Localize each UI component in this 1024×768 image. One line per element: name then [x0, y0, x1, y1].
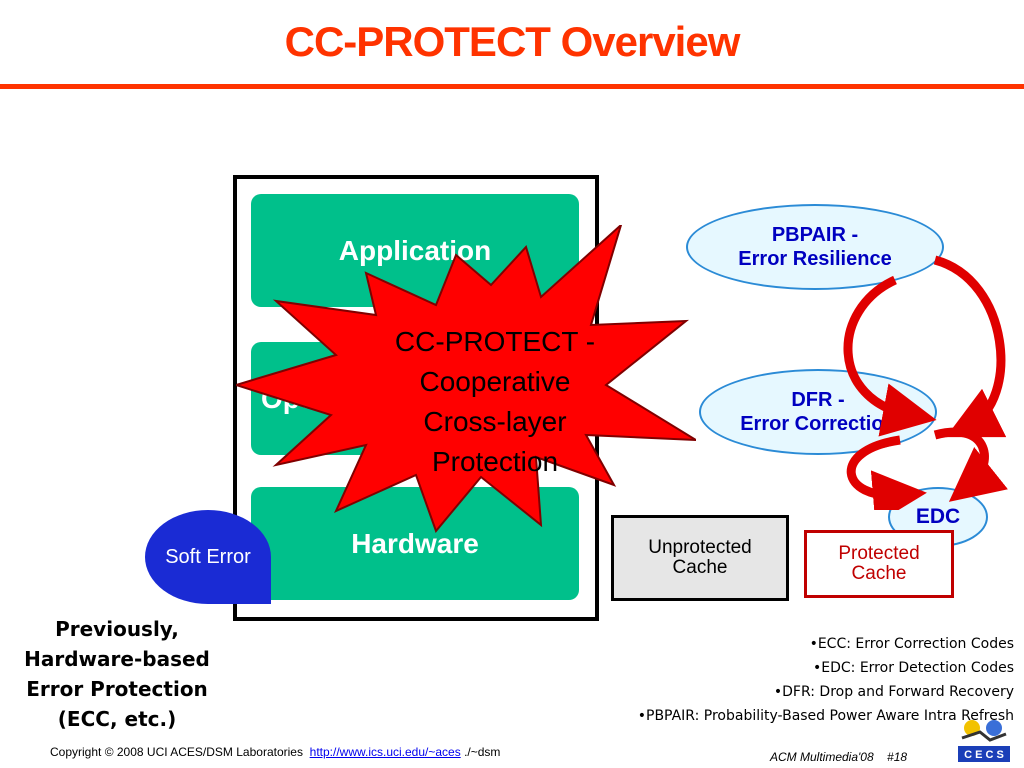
- burst-line: Cross-layer: [423, 406, 567, 437]
- cache-label: Protected: [838, 543, 920, 564]
- glossary-item: •DFR: Drop and Forward Recovery: [773, 684, 1014, 700]
- cache-label: Cache: [672, 557, 728, 578]
- dfr-line: DFR -: [791, 389, 845, 411]
- burst-line: Protection: [431, 446, 559, 477]
- previous-line: (ECC, etc.): [57, 707, 177, 731]
- pbpair-line: PBPAIR -: [771, 224, 859, 246]
- burst-text: CC-PROTECT - Cooperative Cross-layer Pro…: [360, 322, 630, 482]
- previous-line: Hardware-based: [24, 647, 210, 671]
- pbpair-ellipse: PBPAIR - Error Resilience: [686, 204, 944, 290]
- acronym-glossary: •ECC: Error Correction Codes •EDC: Error…: [638, 632, 1014, 728]
- svg-text:C E C S: C E C S: [964, 749, 1004, 761]
- glossary-item: •PBPAIR: Probability-Based Power Aware I…: [637, 708, 1014, 724]
- edc-label: EDC: [915, 505, 961, 528]
- cecs-logo-icon: C E C S: [958, 720, 1010, 762]
- page-number: #18: [887, 750, 908, 764]
- cache-label: Cache: [851, 563, 907, 584]
- footer-left: Copyright © 2008 UCI ACES/DSM Laboratori…: [50, 745, 500, 759]
- previous-line: Error Protection: [26, 677, 208, 701]
- previous-line: Previously,: [55, 617, 179, 641]
- soft-error-bubble: Soft Error: [145, 510, 271, 604]
- slide-title: CC-PROTECT Overview: [284, 18, 741, 65]
- explosion-burst-icon: [236, 225, 696, 533]
- soft-error-label: Soft Error: [165, 545, 251, 568]
- aces-link[interactable]: http://www.ics.uci.edu/~aces: [309, 745, 461, 759]
- footer-right: ACM Multimedia'08 #18: [770, 750, 907, 764]
- pbpair-line: Error Resilience: [738, 248, 892, 270]
- dfr-line: Error Correction: [740, 413, 896, 435]
- copyright-text: Copyright © 2008 UCI ACES/DSM Laboratori…: [50, 745, 303, 759]
- venue-text: ACM Multimedia'08: [770, 750, 874, 764]
- previous-approach-text: Previously, Hardware-based Error Protect…: [0, 614, 234, 734]
- cache-label: Unprotected: [648, 537, 752, 558]
- protected-cache-box: Protected Cache: [804, 530, 954, 598]
- burst-line: Cooperative: [419, 366, 571, 397]
- layer-hardware: Hardware: [251, 487, 579, 600]
- glossary-item: •ECC: Error Correction Codes: [809, 636, 1014, 652]
- cooperation-arrows-icon: [843, 255, 1008, 510]
- footer-suffix: ./~dsm: [464, 745, 501, 759]
- burst-line: CC-PROTECT -: [394, 326, 596, 357]
- glossary-item: •EDC: Error Detection Codes: [813, 660, 1014, 676]
- title-underline: [0, 84, 1024, 89]
- unprotected-cache-box: Unprotected Cache: [611, 515, 789, 601]
